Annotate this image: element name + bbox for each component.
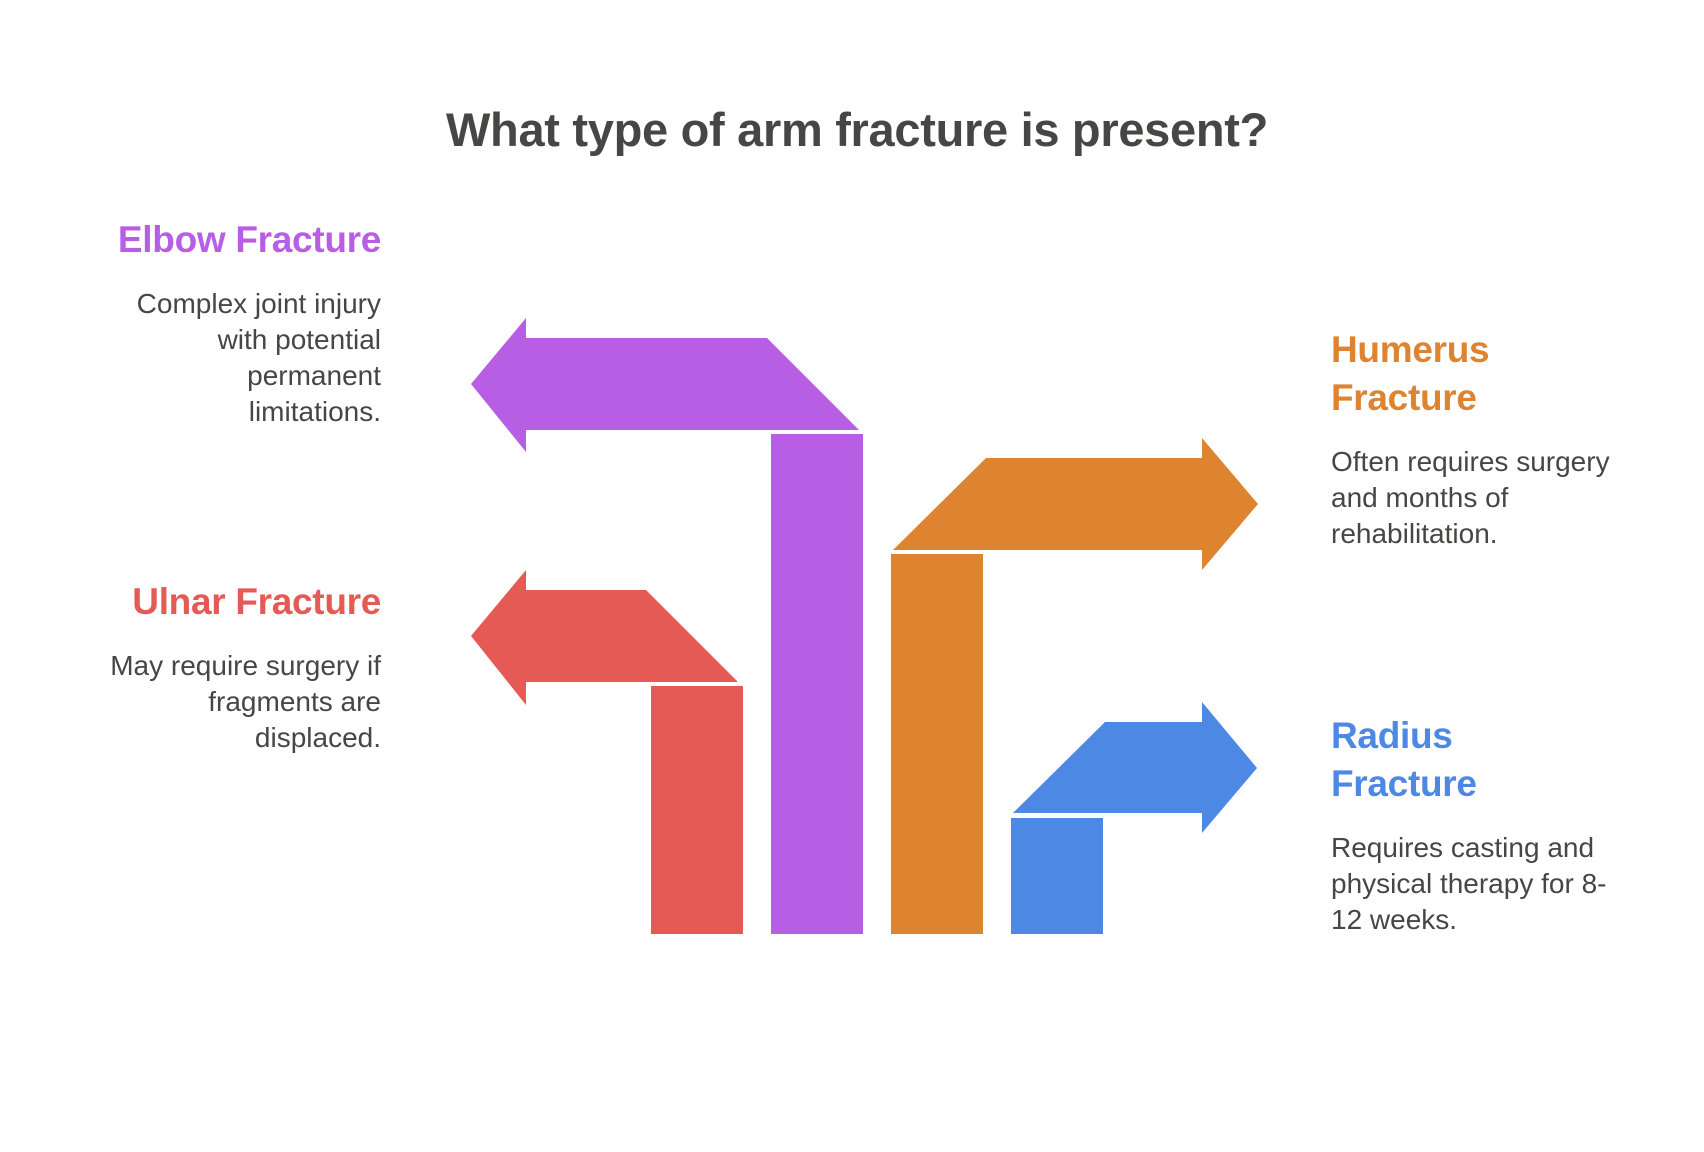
elbow-fracture-label: Elbow Fracture Complex joint injury with… xyxy=(61,216,381,430)
elbow-arrow-head xyxy=(471,318,859,452)
elbow-bar xyxy=(771,434,863,934)
ulnar-bar xyxy=(651,686,743,934)
ulnar-fracture-heading: Ulnar Fracture xyxy=(132,581,381,622)
humerus-arrow xyxy=(891,438,1258,934)
elbow-fracture-heading: Elbow Fracture xyxy=(117,219,381,260)
humerus-bar xyxy=(891,554,983,934)
ulnar-arrow xyxy=(471,570,743,934)
radius-arrow xyxy=(1011,702,1257,934)
radius-bar xyxy=(1011,818,1103,934)
elbow-fracture-description: Complex joint injury with potential perm… xyxy=(136,288,381,427)
ulnar-fracture-description: May require surgery if fragments are dis… xyxy=(110,650,381,753)
radius-arrow-head xyxy=(1013,702,1257,833)
ulnar-fracture-label: Ulnar Fracture May require surgery if fr… xyxy=(61,578,381,756)
diagram-title: What type of arm fracture is present? xyxy=(445,103,1269,156)
radius-fracture-description: Requires casting and physical therapy fo… xyxy=(1331,832,1607,935)
humerus-arrow-head xyxy=(893,438,1258,570)
radius-fracture-heading: Radius Fracture xyxy=(1331,715,1477,804)
elbow-arrow xyxy=(471,318,863,934)
humerus-fracture-heading: Humerus Fracture xyxy=(1331,329,1490,418)
humerus-fracture-description: Often requires surgery and months of reh… xyxy=(1331,446,1610,549)
radius-fracture-label: Radius Fracture Requires casting and phy… xyxy=(1331,712,1651,938)
ulnar-arrow-head xyxy=(471,570,738,705)
humerus-fracture-label: Humerus Fracture Often requires surgery … xyxy=(1331,326,1651,552)
